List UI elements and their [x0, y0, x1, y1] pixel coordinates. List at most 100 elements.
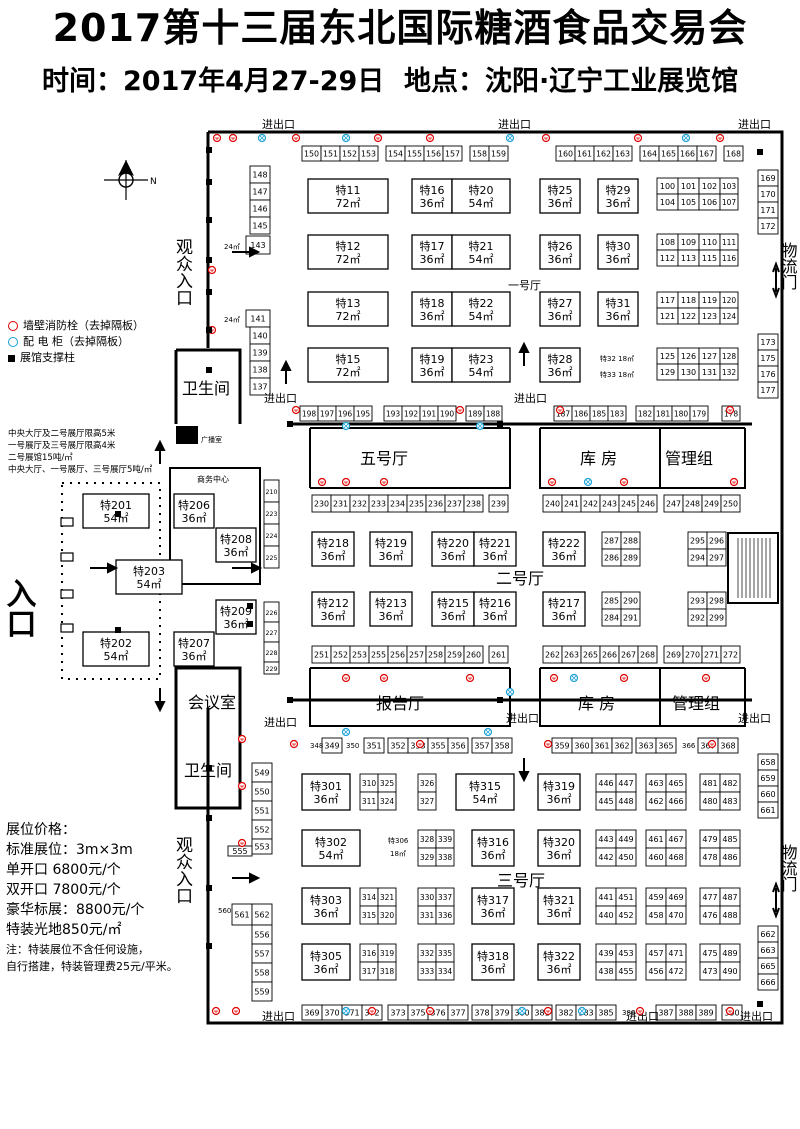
booth-236[interactable]: 236 [425, 494, 446, 513]
booth-181[interactable]: 181 [653, 405, 673, 422]
booth-485[interactable]: 485 [719, 829, 741, 849]
booth-457[interactable]: 457 [645, 943, 667, 963]
booth-356[interactable]: 356 [447, 737, 469, 754]
booth-124[interactable]: 124 [719, 307, 739, 325]
booth-271[interactable]: 271 [701, 645, 722, 664]
booth-460[interactable]: 460 [645, 847, 667, 867]
booth-235[interactable]: 235 [406, 494, 427, 513]
booth-459[interactable]: 459 [645, 887, 667, 907]
booth-453[interactable]: 453 [615, 943, 637, 963]
booth-311[interactable]: 311 [359, 791, 379, 811]
booth-314[interactable]: 314 [359, 887, 379, 907]
booth-462[interactable]: 462 [645, 791, 667, 811]
booth-662[interactable]: 662 [757, 925, 779, 943]
booth-107[interactable]: 107 [719, 193, 739, 211]
booth-473[interactable]: 473 [699, 961, 721, 981]
booth-319[interactable]: 319 [377, 943, 397, 963]
booth-180[interactable]: 180 [671, 405, 691, 422]
booth-360[interactable]: 360 [571, 737, 593, 754]
booth-470[interactable]: 470 [665, 905, 687, 925]
booth-160[interactable]: 160 [555, 145, 576, 162]
booth-489[interactable]: 489 [719, 943, 741, 963]
booth-116[interactable]: 116 [719, 249, 739, 267]
booth-316[interactable]: 316 [359, 943, 379, 963]
booth-469[interactable]: 469 [665, 887, 687, 907]
booth-665[interactable]: 665 [757, 957, 779, 975]
booth-369[interactable]: 369 [301, 1004, 323, 1021]
booth-195[interactable]: 195 [353, 405, 373, 422]
booth-666[interactable]: 666 [757, 973, 779, 991]
booth-272[interactable]: 272 [720, 645, 741, 664]
booth-257[interactable]: 257 [406, 645, 427, 664]
booth-297[interactable]: 297 [706, 548, 727, 567]
booth-247[interactable]: 247 [663, 494, 684, 513]
booth-549[interactable]: 549 [251, 762, 273, 783]
booth-120[interactable]: 120 [719, 291, 739, 309]
booth-260[interactable]: 260 [463, 645, 484, 664]
booth-237[interactable]: 237 [444, 494, 465, 513]
booth-225[interactable]: 225 [263, 545, 280, 569]
booth-250[interactable]: 250 [720, 494, 741, 513]
booth-167[interactable]: 167 [696, 145, 717, 162]
booth-230[interactable]: 230 [311, 494, 332, 513]
booth-660[interactable]: 660 [757, 785, 779, 803]
booth-255[interactable]: 255 [368, 645, 389, 664]
booth-270[interactable]: 270 [682, 645, 703, 664]
booth-227[interactable]: 227 [263, 621, 280, 643]
booth-112[interactable]: 112 [656, 249, 679, 267]
booth-447[interactable]: 447 [615, 773, 637, 793]
booth-104[interactable]: 104 [656, 193, 679, 211]
booth-155[interactable]: 155 [404, 145, 425, 162]
booth-338[interactable]: 338 [435, 847, 455, 867]
booth-285[interactable]: 285 [601, 591, 622, 610]
booth-472[interactable]: 472 [665, 961, 687, 981]
booth-109[interactable]: 109 [677, 233, 700, 251]
booth-152[interactable]: 152 [339, 145, 360, 162]
booth-552[interactable]: 552 [251, 819, 273, 840]
booth-318[interactable]: 318 [377, 961, 397, 981]
booth-324[interactable]: 324 [377, 791, 397, 811]
booth-442[interactable]: 442 [595, 847, 617, 867]
booth-161[interactable]: 161 [574, 145, 595, 162]
booth-188[interactable]: 188 [483, 405, 503, 422]
booth-266[interactable]: 266 [599, 645, 620, 664]
booth-249[interactable]: 249 [701, 494, 722, 513]
booth-103[interactable]: 103 [719, 177, 739, 195]
booth-358[interactable]: 358 [491, 737, 513, 754]
booth-176[interactable]: 176 [757, 365, 779, 383]
booth-448[interactable]: 448 [615, 791, 637, 811]
booth-239[interactable]: 239 [488, 494, 509, 513]
booth-173[interactable]: 173 [757, 333, 779, 351]
booth-377[interactable]: 377 [447, 1004, 469, 1021]
booth-294[interactable]: 294 [687, 548, 708, 567]
booth-439[interactable]: 439 [595, 943, 617, 963]
booth-663[interactable]: 663 [757, 941, 779, 959]
booth-298[interactable]: 298 [706, 591, 727, 610]
booth-359[interactable]: 359 [551, 737, 573, 754]
booth-321[interactable]: 321 [377, 887, 397, 907]
booth-490[interactable]: 490 [719, 961, 741, 981]
booth-162[interactable]: 162 [593, 145, 614, 162]
booth-106[interactable]: 106 [698, 193, 721, 211]
booth-315[interactable]: 315 [359, 905, 379, 925]
booth-389[interactable]: 389 [695, 1004, 717, 1021]
booth-480[interactable]: 480 [699, 791, 721, 811]
booth-131[interactable]: 131 [698, 363, 721, 381]
booth-137[interactable]: 137 [249, 377, 271, 396]
booth-445[interactable]: 445 [595, 791, 617, 811]
booth-337[interactable]: 337 [435, 887, 455, 907]
booth-327[interactable]: 327 [417, 791, 437, 811]
booth-139[interactable]: 139 [249, 343, 271, 362]
booth-138[interactable]: 138 [249, 360, 271, 379]
booth-375[interactable]: 375 [407, 1004, 429, 1021]
